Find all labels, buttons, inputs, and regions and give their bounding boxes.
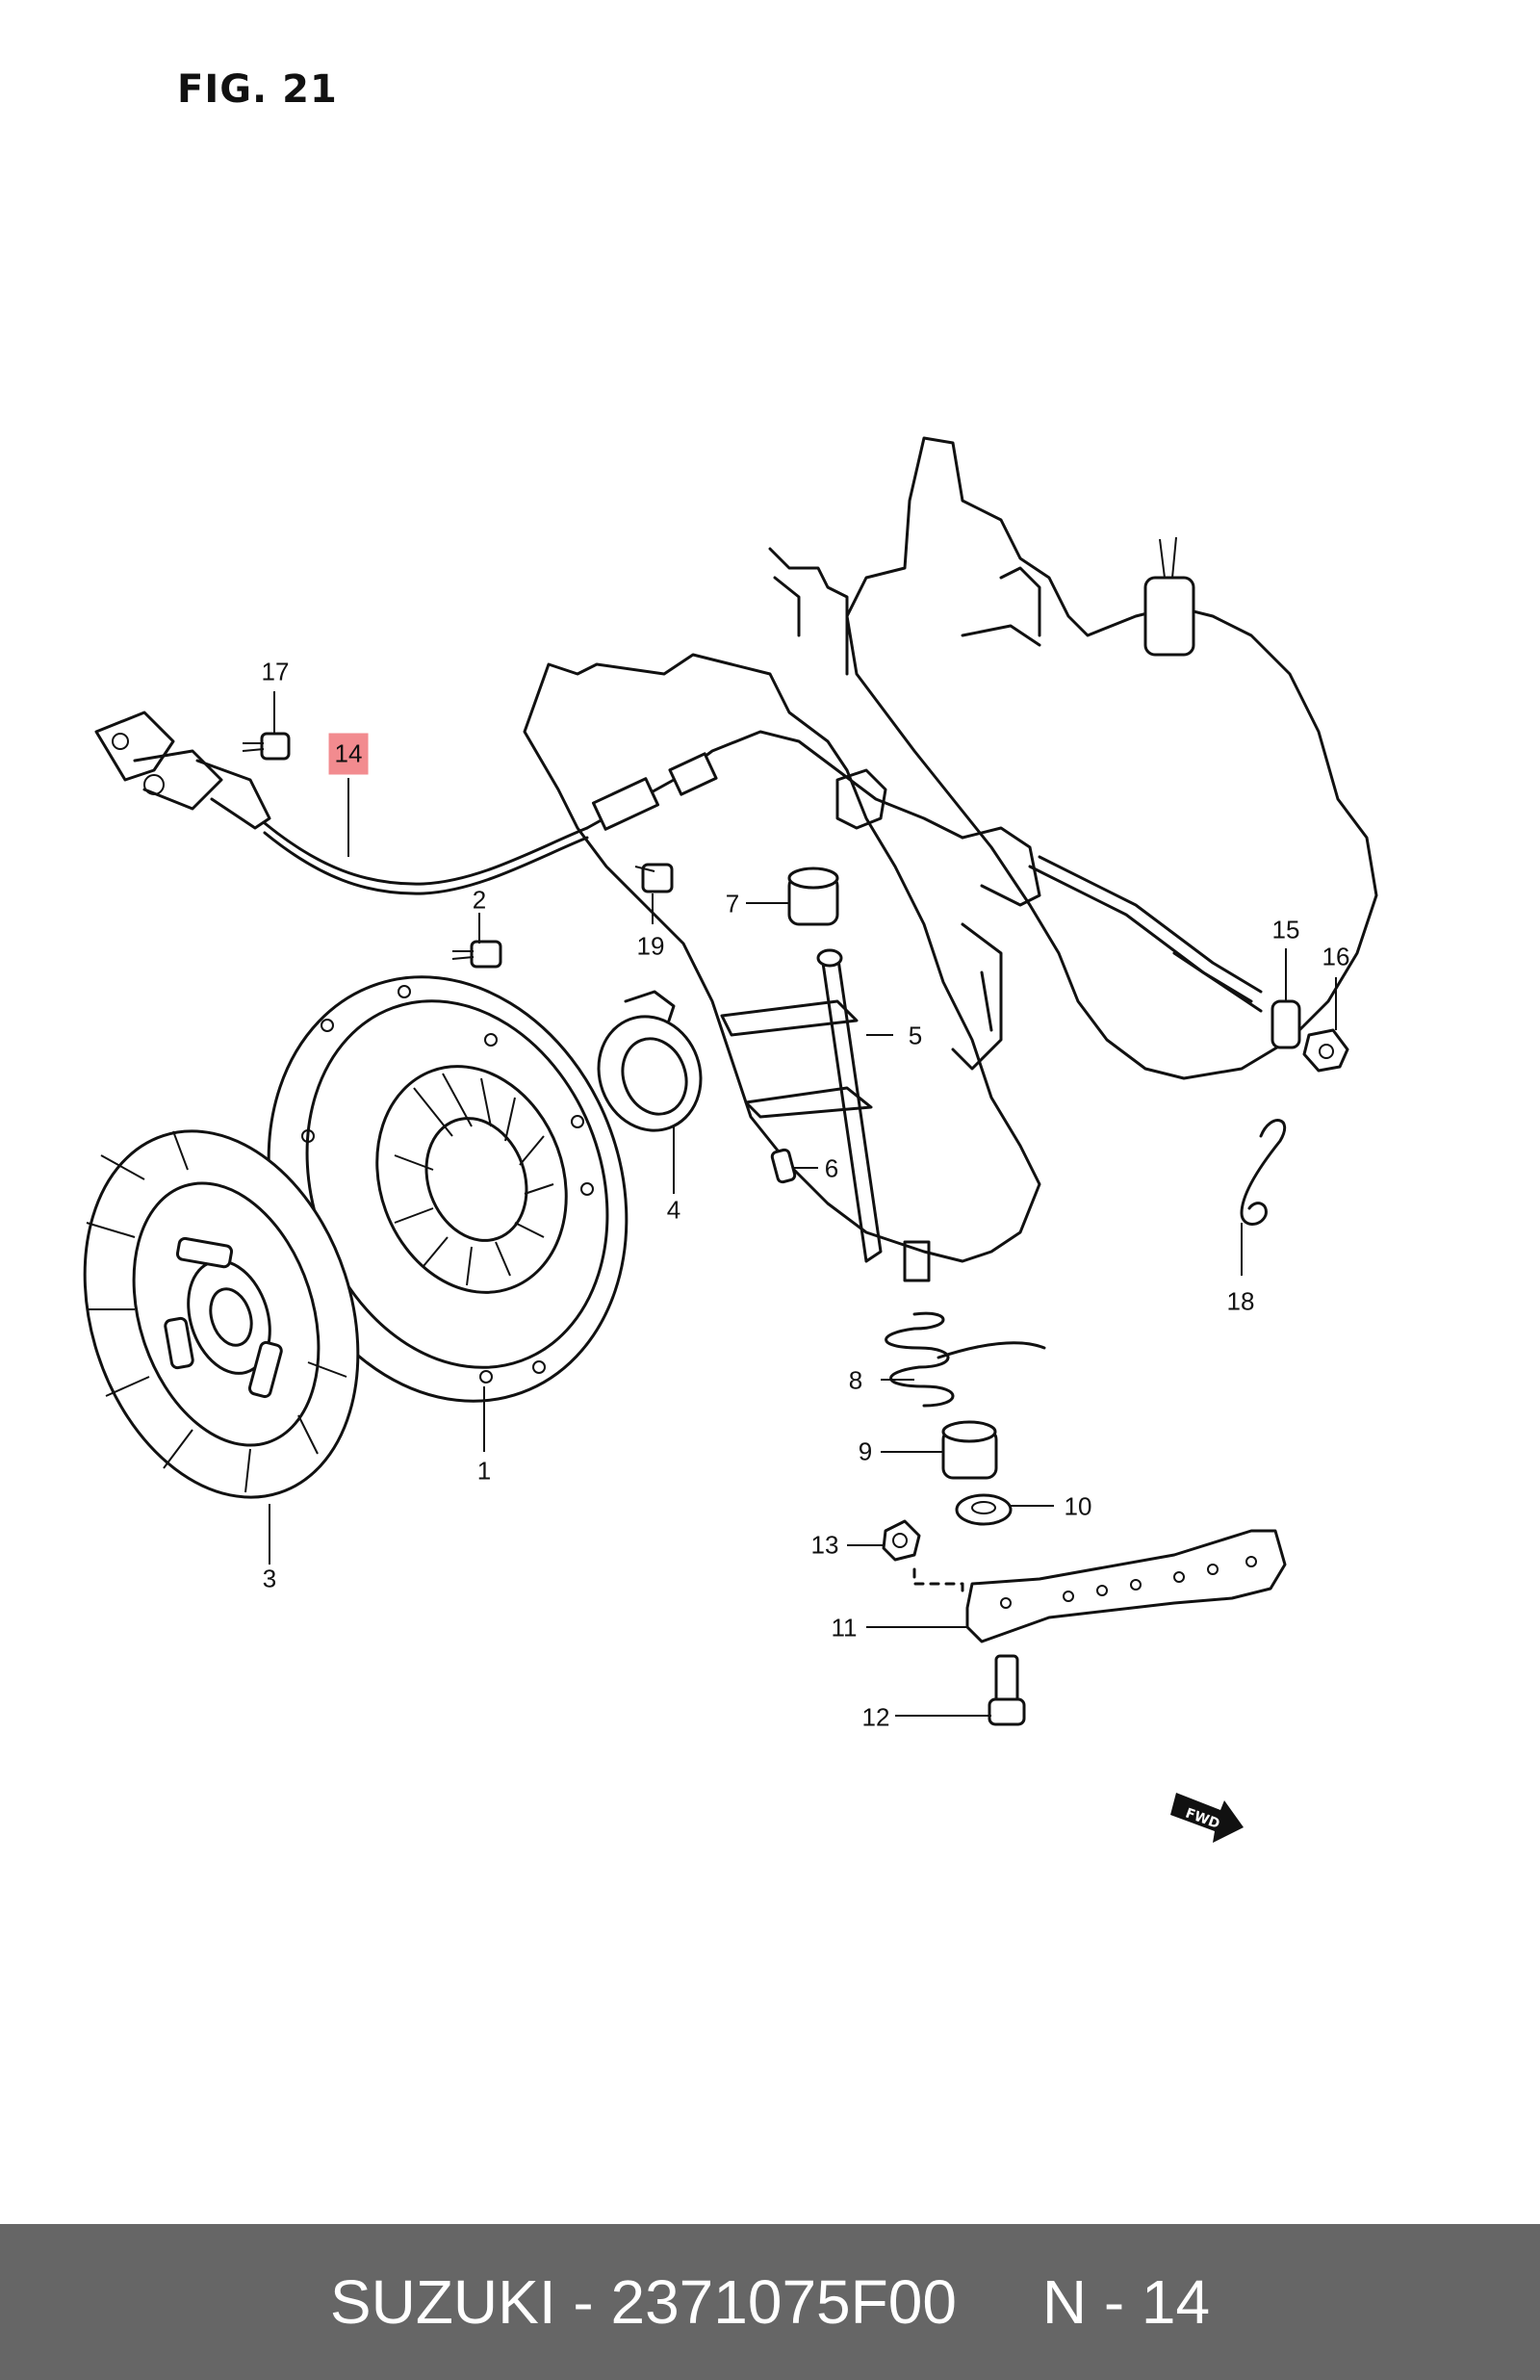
footer-ref-prefix: N - xyxy=(1041,2267,1142,2337)
footer-ref-number: 14 xyxy=(1141,2267,1211,2337)
callout-12[interactable]: 12 xyxy=(861,1702,890,1732)
callout-4[interactable]: 4 xyxy=(666,1195,681,1225)
bolt-19-icon xyxy=(634,863,674,893)
exploded-view-drawing: FWD xyxy=(83,436,1378,1843)
bolt-17-icon xyxy=(242,732,291,761)
callout-19[interactable]: 19 xyxy=(636,931,665,961)
callout-2[interactable]: 2 xyxy=(472,885,487,915)
callout-8[interactable]: 8 xyxy=(848,1365,863,1395)
nut-13-icon xyxy=(882,1519,921,1562)
cover-bolt-holes xyxy=(301,985,594,1384)
parts-diagram: FIG. 21 xyxy=(83,67,1378,1843)
footer-brand: SUZUKI xyxy=(329,2267,556,2337)
callout-3[interactable]: 3 xyxy=(262,1564,277,1593)
callout-11[interactable]: 11 xyxy=(831,1613,858,1643)
callout-16[interactable]: 16 xyxy=(1322,942,1350,971)
callout-15[interactable]: 15 xyxy=(1271,915,1300,944)
callout-6[interactable]: 6 xyxy=(824,1153,839,1183)
bushing-7-icon xyxy=(787,867,839,926)
callout-5[interactable]: 5 xyxy=(908,1021,923,1050)
figure-title: FIG. 21 xyxy=(177,67,338,112)
callout-10[interactable]: 10 xyxy=(1064,1491,1092,1521)
callout-13[interactable]: 13 xyxy=(810,1530,839,1560)
callout-1[interactable]: 1 xyxy=(476,1456,492,1486)
leader-lines xyxy=(269,691,1337,1717)
clip-18-icon xyxy=(1240,1119,1287,1226)
footer-bar: SUZUKI - 2371075F00 N - 14 xyxy=(0,2224,1540,2380)
breather-cap-icon xyxy=(1143,576,1195,657)
bolt-2-icon xyxy=(451,940,502,969)
callout-7[interactable]: 7 xyxy=(725,889,740,918)
clutch-cable xyxy=(94,711,1263,1013)
transmission-housing xyxy=(523,436,1378,1263)
clutch-lever-11 xyxy=(912,1529,1287,1643)
bushing-9-icon xyxy=(941,1420,998,1480)
footer-gap xyxy=(957,2266,1042,2338)
washer-10-icon xyxy=(955,1493,1013,1526)
pin-6-icon xyxy=(770,1148,797,1184)
release-bearing xyxy=(597,990,703,1132)
clutch-disc xyxy=(83,1129,360,1499)
nut-16-icon xyxy=(1302,1028,1349,1073)
pin-15-icon xyxy=(1270,999,1301,1049)
clutch-cover xyxy=(267,975,629,1403)
footer-part-number: 2371075F00 xyxy=(610,2267,957,2337)
bolt-12-icon xyxy=(988,1654,1026,1726)
return-spring-8-icon xyxy=(885,1311,1046,1408)
callout-17[interactable]: 17 xyxy=(261,657,290,686)
release-fork-shaft xyxy=(720,948,931,1282)
fwd-arrow-icon: FWD xyxy=(1170,1793,1244,1843)
callout-14[interactable]: 14 xyxy=(328,733,369,775)
callout-18[interactable]: 18 xyxy=(1226,1286,1255,1316)
footer-separator: - xyxy=(555,2267,611,2337)
callout-9[interactable]: 9 xyxy=(858,1436,873,1466)
